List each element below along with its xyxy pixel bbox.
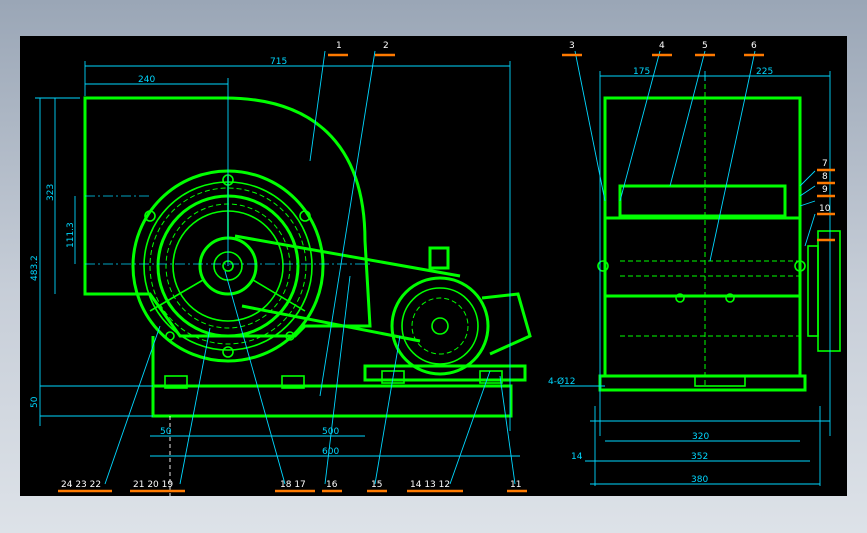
dim-50-horizontal: 50 bbox=[160, 427, 172, 437]
volute-housing bbox=[83, 96, 372, 338]
front-dimensions bbox=[35, 61, 520, 496]
callout-1: 1 bbox=[336, 41, 342, 51]
callout-9: 9 bbox=[822, 185, 828, 195]
dim-111-3: 111.3 bbox=[66, 222, 76, 248]
base-frame bbox=[151, 336, 513, 418]
dim-352: 352 bbox=[691, 452, 708, 462]
callout-7: 7 bbox=[822, 159, 828, 169]
belt-drive bbox=[234, 234, 461, 343]
callout-19-21: 21 20 19 bbox=[133, 480, 173, 490]
dim-600: 600 bbox=[322, 447, 339, 457]
dim-14: 14 bbox=[571, 452, 583, 462]
dim-380: 380 bbox=[691, 475, 708, 485]
fan-assembly-drawing: 715 240 323 111.3 483.2 50 50 500 600 17… bbox=[30, 41, 841, 496]
callout-12-14: 14 13 12 bbox=[410, 480, 450, 490]
dim-50-vertical: 50 bbox=[30, 396, 40, 408]
callout-15: 15 bbox=[371, 480, 382, 490]
callout-22-24: 24 23 22 bbox=[61, 480, 101, 490]
callout-3: 3 bbox=[569, 41, 575, 51]
dim-175: 175 bbox=[633, 67, 650, 77]
dim-240: 240 bbox=[138, 75, 155, 85]
callout-2: 2 bbox=[383, 41, 389, 51]
dim-323: 323 bbox=[46, 184, 56, 201]
side-dimensions bbox=[560, 50, 831, 486]
callout-16: 16 bbox=[326, 480, 338, 490]
callout-8: 8 bbox=[822, 172, 828, 182]
callout-5: 5 bbox=[702, 41, 708, 51]
motor bbox=[363, 246, 532, 382]
callout-6: 6 bbox=[751, 41, 757, 51]
cad-viewport[interactable]: 715 240 323 111.3 483.2 50 50 500 600 17… bbox=[20, 36, 847, 496]
dim-483-2: 483.2 bbox=[30, 255, 40, 281]
callout-10: 10 bbox=[819, 204, 831, 214]
callout-bars bbox=[58, 53, 835, 493]
dim-225: 225 bbox=[756, 67, 773, 77]
dim-4-d12: 4-Ø12 bbox=[548, 376, 576, 387]
callout-4: 4 bbox=[659, 41, 665, 51]
dim-500: 500 bbox=[322, 427, 339, 437]
leaders bbox=[104, 50, 516, 485]
side-view bbox=[597, 76, 841, 392]
callout-17-18: 18 17 bbox=[280, 480, 306, 490]
dim-715: 715 bbox=[270, 57, 287, 67]
dim-320: 320 bbox=[692, 432, 709, 442]
callout-11: 11 bbox=[510, 480, 521, 490]
